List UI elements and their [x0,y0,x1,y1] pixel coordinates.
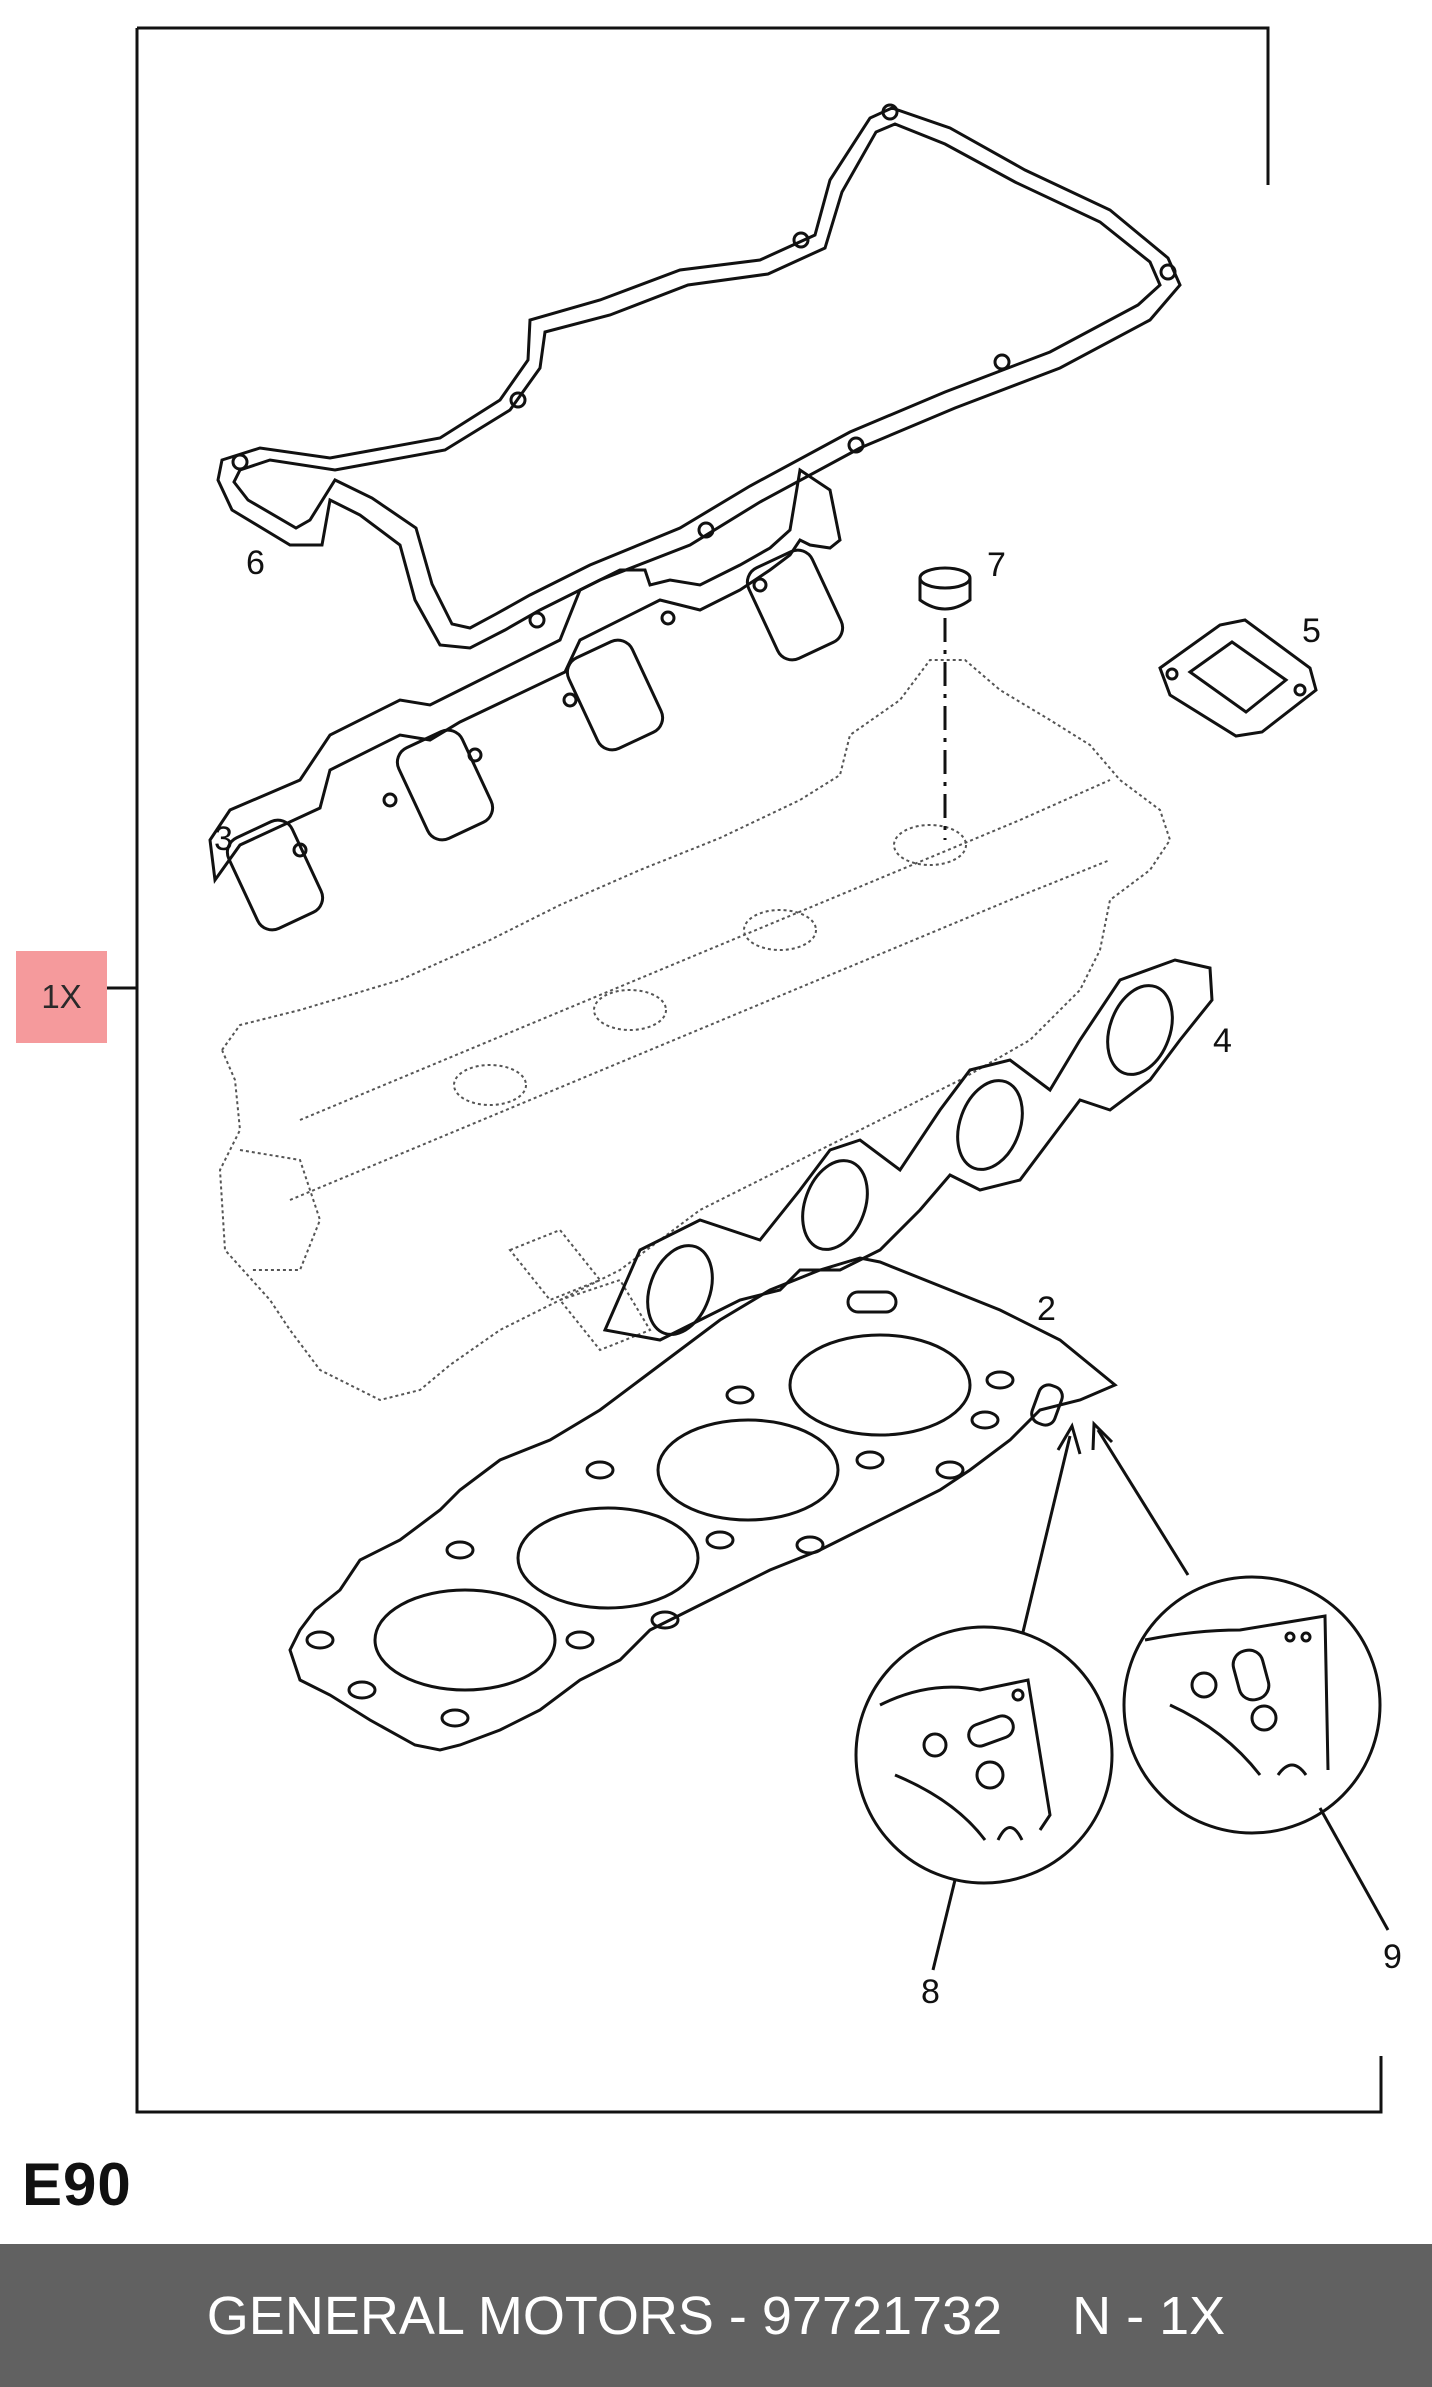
callout-9: 9 [1383,1938,1402,1976]
kit-bracket-frame [135,26,1383,2114]
detail-arrows [931,1420,1390,1971]
footer-quantity: N - 1X [1072,2285,1226,2346]
callout-4: 4 [1213,1022,1232,1060]
callout-3: 3 [214,820,233,858]
callout-5: 5 [1302,612,1321,650]
intake-manifold-gasket [208,467,845,932]
callout-6: 6 [246,544,265,582]
head-gasket [288,1256,1118,1752]
callout-2: 2 [1037,1290,1056,1328]
valve-stem-seal [918,566,972,840]
exhaust-manifold-gasket [602,958,1214,1342]
valve-cover-gasket [216,103,1182,650]
detail-circle-8 [854,1625,1114,1885]
callout-7: 7 [987,546,1006,584]
callout-8: 8 [921,1973,940,2011]
detail-circle-9 [1122,1575,1382,1835]
footer-bar: GENERAL MOTORS - 97721732 N - 1X [0,2244,1432,2387]
highlighted-kit-marker[interactable] [16,951,107,1043]
cylinder-head-phantom [218,659,1172,1402]
footer-part-number: GENERAL MOTORS - 97721732 [206,2285,1003,2346]
kit-quantity-label: 1X [41,978,82,1015]
small-gasket [1158,618,1318,738]
diagram-code: E90 [22,2151,132,2218]
exploded-parts-diagram: 6 7 5 3 4 2 8 9 [86,26,1402,2114]
